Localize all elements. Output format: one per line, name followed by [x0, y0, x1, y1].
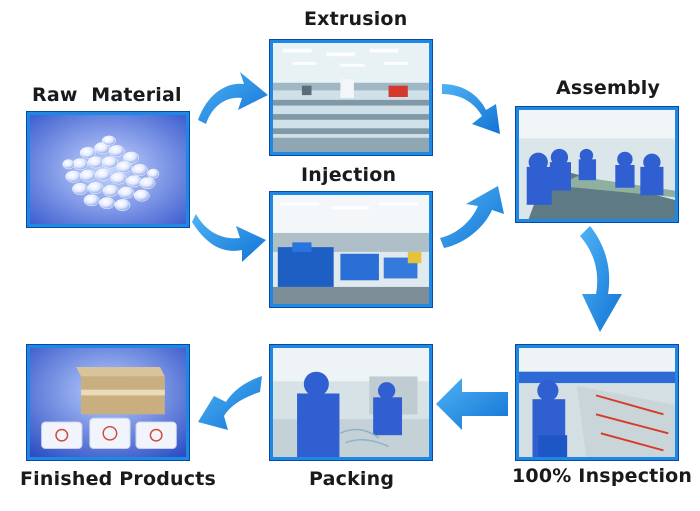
label-injection: Injection — [301, 164, 397, 186]
raw-material-photo — [27, 112, 189, 227]
arrow-raw-to-extrusion — [198, 72, 268, 124]
label-raw-material: Raw Material — [32, 84, 182, 106]
label-packing: Packing — [309, 468, 395, 490]
inspection-photo — [516, 345, 678, 460]
label-inspection: 100% Inspection — [512, 465, 693, 487]
injection-photo — [270, 192, 432, 307]
arrow-inspection-to-packing — [436, 378, 508, 430]
arrow-raw-to-injection — [192, 214, 266, 262]
label-extrusion: Extrusion — [304, 8, 408, 30]
label-finished-products: Finished Products — [20, 468, 216, 490]
arrow-assembly-to-inspection — [580, 226, 622, 332]
extrusion-photo — [270, 40, 432, 155]
finished-products-photo — [27, 345, 189, 460]
label-assembly: Assembly — [556, 77, 661, 99]
arrow-injection-to-assembly — [440, 186, 504, 248]
arrow-packing-to-finished — [198, 376, 262, 430]
assembly-photo — [516, 107, 678, 222]
arrow-extrusion-to-assembly — [442, 84, 500, 134]
packing-photo — [270, 345, 432, 460]
